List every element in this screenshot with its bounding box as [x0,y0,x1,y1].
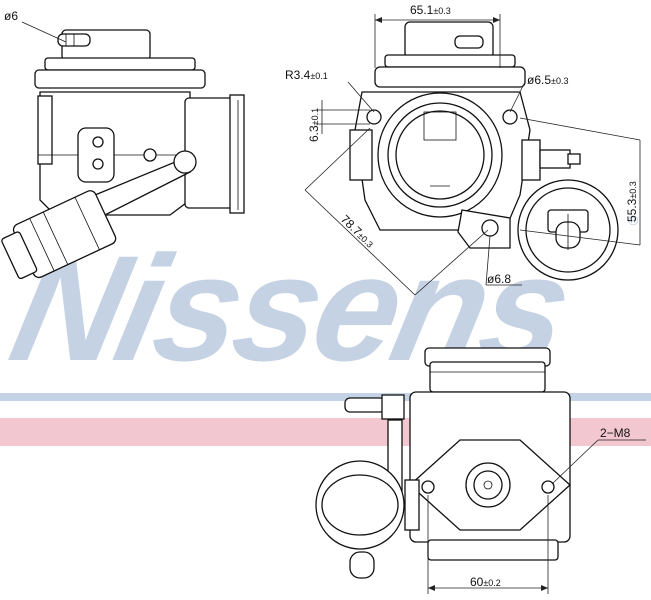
dim-offset-vertical: 6.3±0.1 [307,108,321,142]
watermark-registered-mark: ® [628,212,639,228]
dim-lower-hole: ø6.8 [487,272,511,286]
watermark-band-blue [0,393,651,401]
bottom-view [315,347,571,579]
side-view [1,29,245,280]
dim-radius: R3.4±0.1 [285,68,328,82]
dim-width-top: 65.1±0.3 [410,3,451,17]
front-view [349,21,619,281]
dim-thread: 2−M8 [600,426,631,440]
dim-hole-diameter: ø6.5±0.3 [527,73,568,87]
dim-pipe-diameter: ø6 [4,9,18,23]
dim-actuator-height: 55.3±0.3 [625,181,639,222]
dim-width-bottom: 60±0.2 [470,575,501,589]
